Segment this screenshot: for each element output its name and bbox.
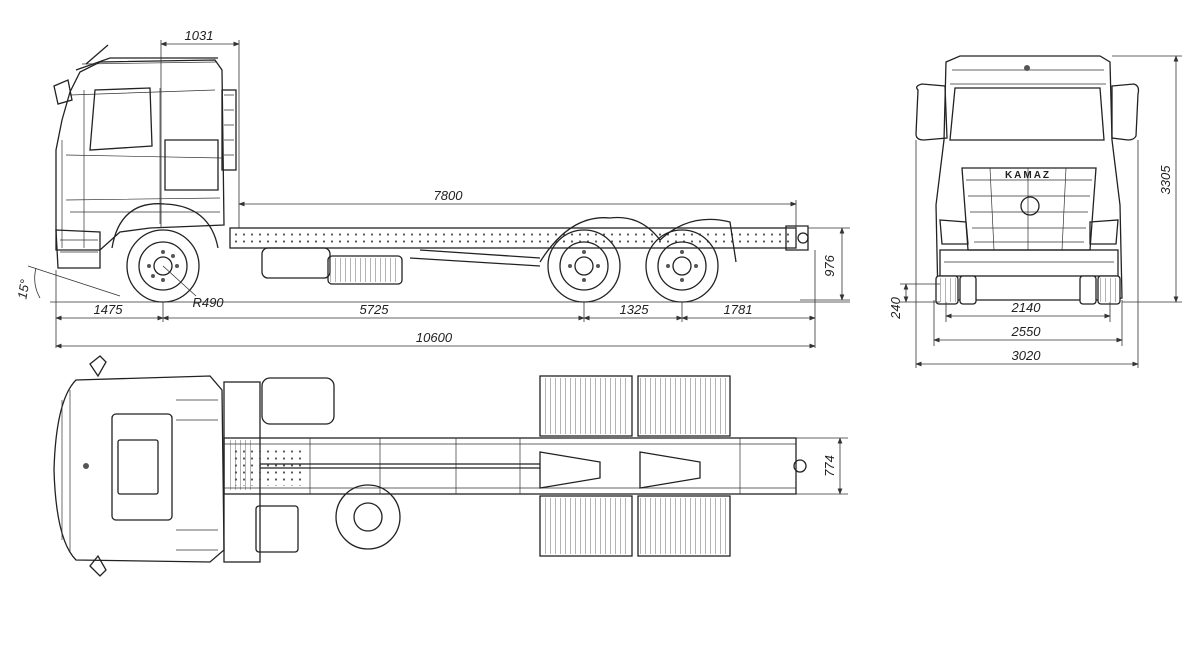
dim-overall-length: 10600: [416, 330, 453, 345]
dim-body-width: 2550: [1011, 324, 1042, 339]
dim-frame-length: 7800: [434, 188, 464, 203]
side-view: 1031 7800 976 1475 5725 1325 1781 10600 …: [14, 28, 850, 349]
side-dimensions: [27, 40, 850, 349]
dim-wheelbase: 5725: [360, 302, 390, 317]
dim-mirror-width: 3020: [1012, 348, 1042, 363]
cab-side: [53, 44, 237, 269]
front-view: KAMAZ 3305: [888, 55, 1182, 368]
dim-cab-clearance: 1031: [185, 28, 214, 43]
top-view: 774: [53, 355, 848, 577]
dim-ground-clearance: 240: [888, 296, 903, 319]
dim-approach-angle: 15°: [14, 278, 32, 300]
front-dimensions: [900, 55, 1182, 368]
front-wheel-side: [111, 203, 219, 303]
chassis-frame-side: [229, 216, 809, 285]
rear-tires-top: [539, 375, 731, 557]
dim-rear-overhang: 1781: [724, 302, 753, 317]
dim-overall-height: 3305: [1158, 165, 1173, 195]
dim-frame-width: 774: [822, 455, 837, 477]
dim-frame-height: 976: [822, 254, 837, 276]
kamaz-logo: KAMAZ: [1005, 170, 1051, 181]
dim-front-overhang: 1475: [94, 302, 124, 317]
dim-track-width: 2140: [1011, 300, 1042, 315]
dim-wheel-radius: R490: [192, 295, 224, 310]
dim-tandem: 1325: [620, 302, 650, 317]
